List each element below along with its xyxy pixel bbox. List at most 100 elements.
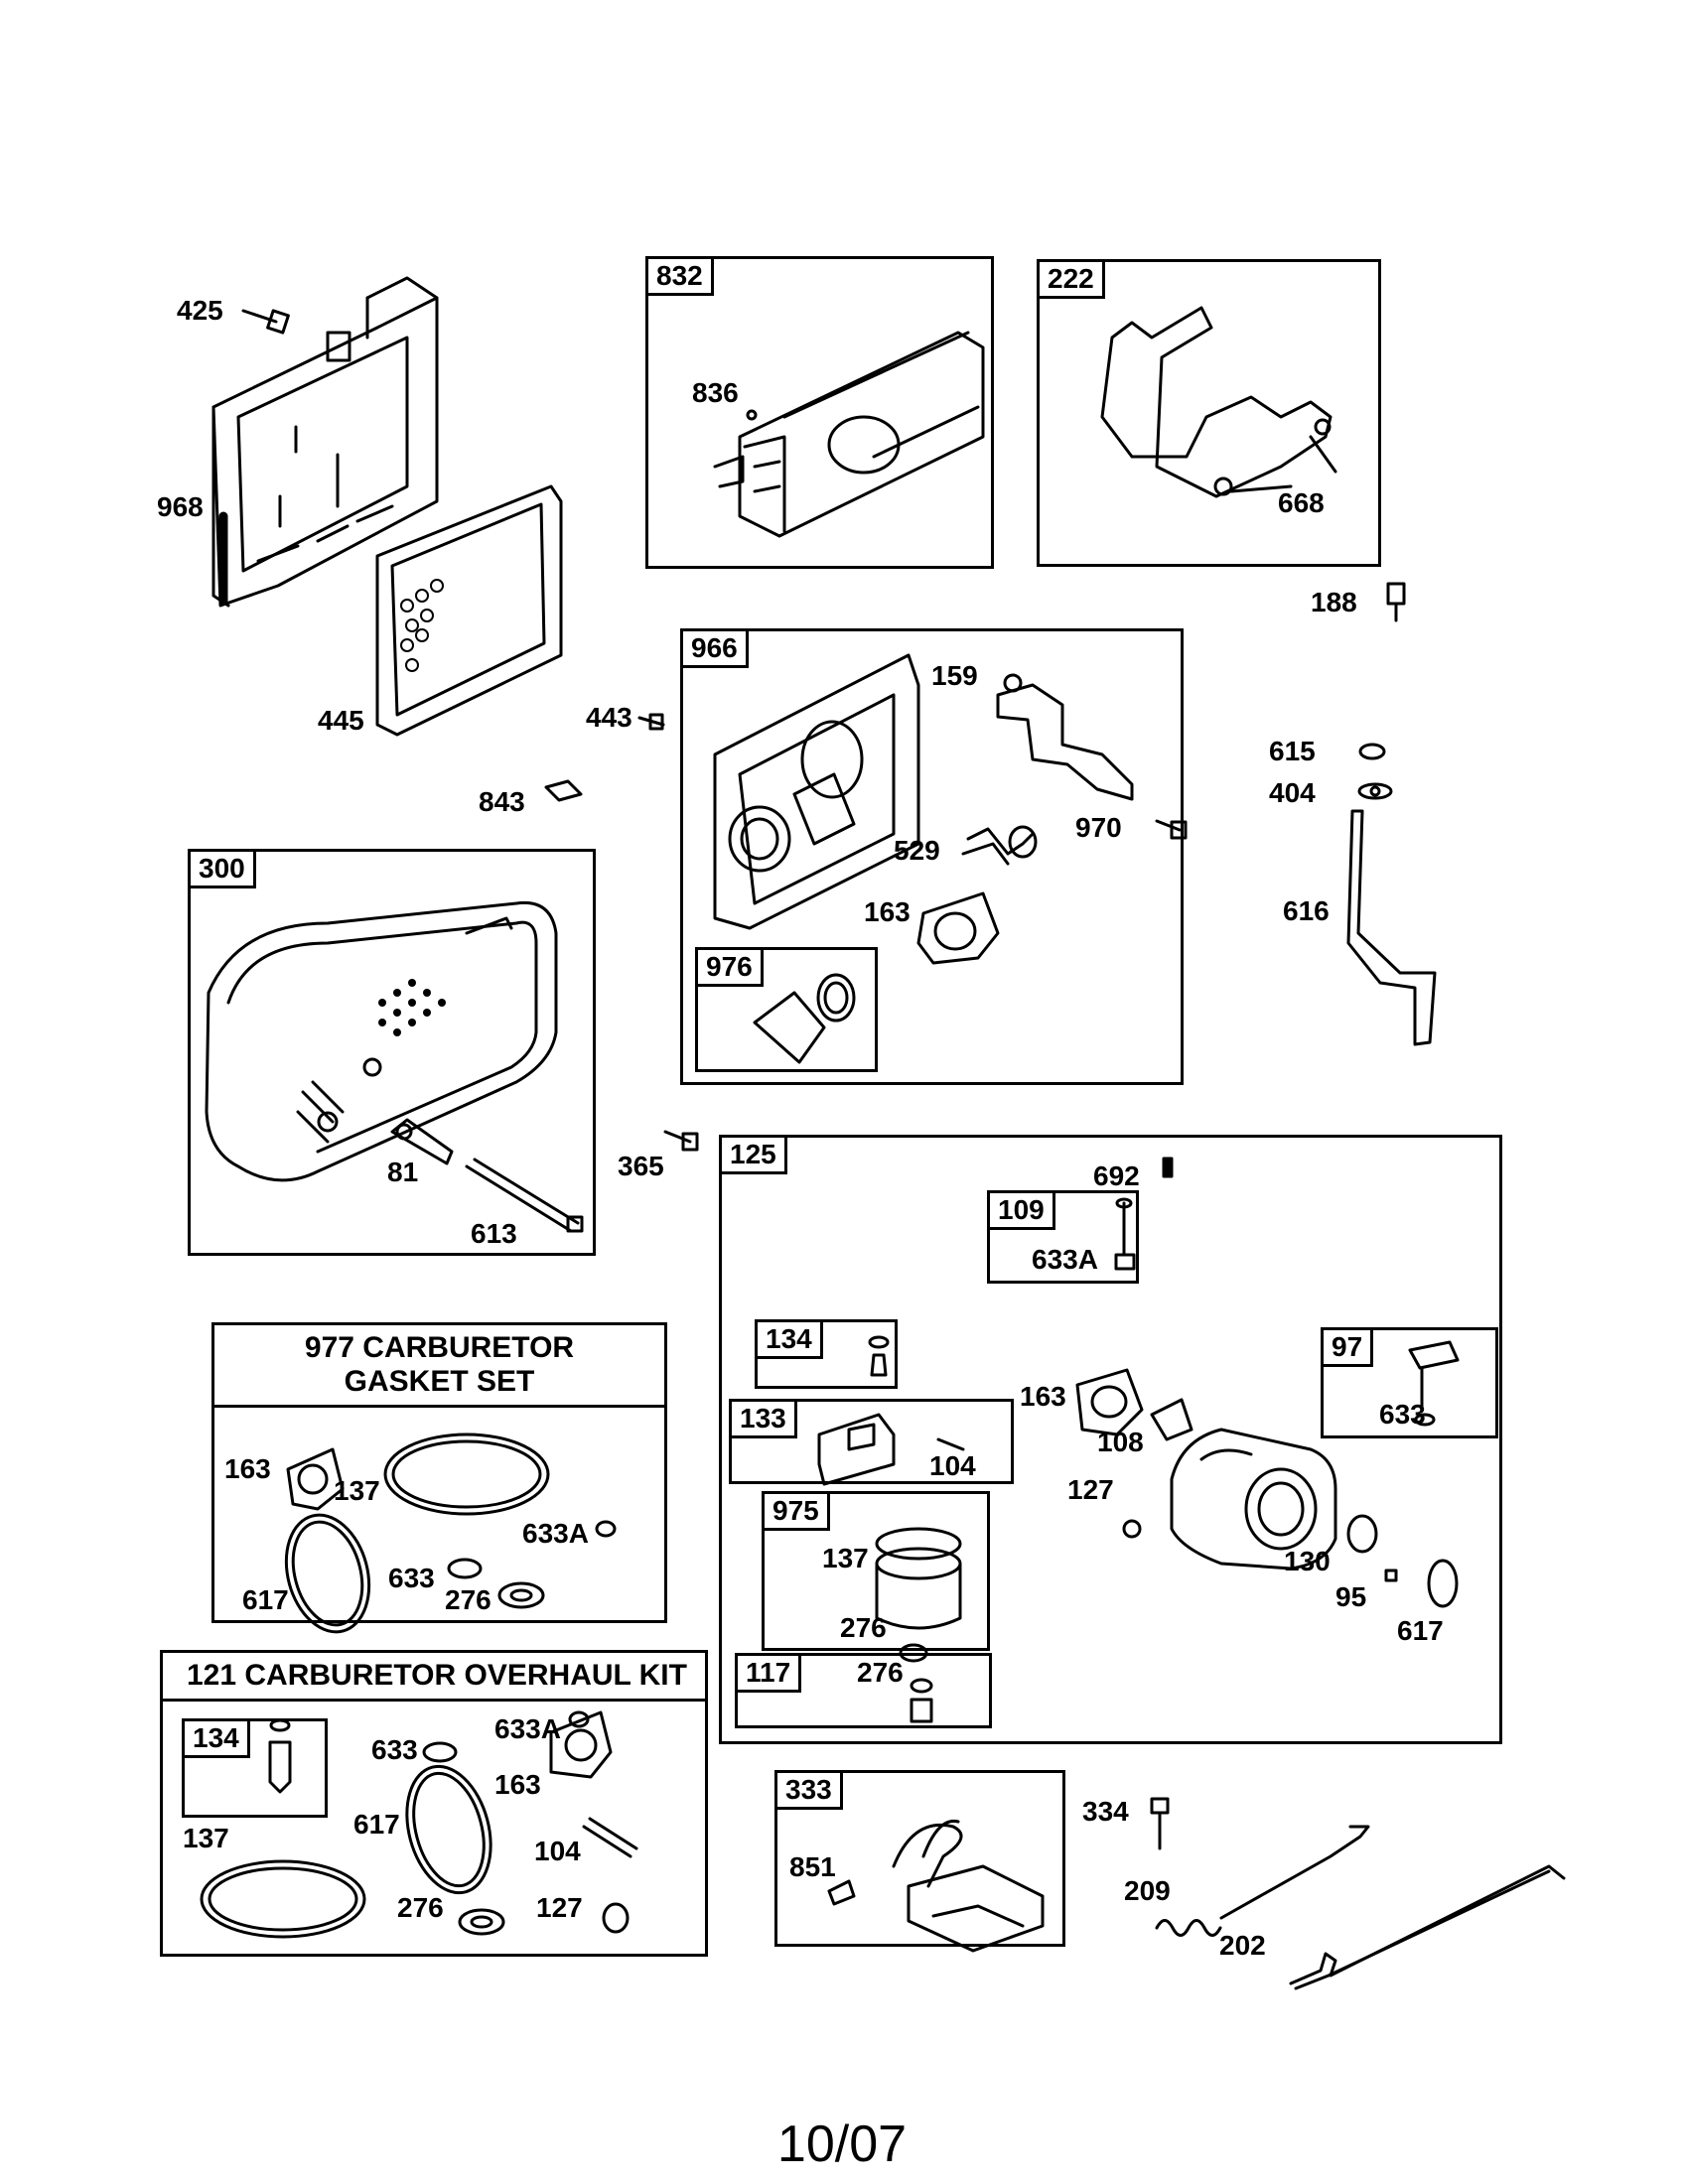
label-617-977: 617 xyxy=(242,1584,289,1615)
pin-692-drawing xyxy=(1162,1157,1174,1178)
label-843: 843 xyxy=(479,786,525,817)
label-851: 851 xyxy=(789,1851,836,1882)
box-133: 133 104 xyxy=(729,1399,1014,1484)
plug-127-drawing xyxy=(1122,1519,1142,1539)
carburetor-body-drawing xyxy=(1170,1428,1378,1570)
oring-617-drawing xyxy=(1427,1559,1459,1608)
label-130: 130 xyxy=(1284,1546,1331,1576)
screw-443-drawing xyxy=(637,713,665,731)
box-975-tag: 975 xyxy=(762,1491,830,1531)
label-617-121: 617 xyxy=(353,1809,400,1840)
shaft-97-drawing xyxy=(1408,1340,1460,1427)
box-134: 134 xyxy=(755,1319,898,1389)
label-95: 95 xyxy=(1335,1581,1367,1612)
muffler-300-drawing xyxy=(205,900,558,1182)
label-365: 365 xyxy=(618,1151,664,1181)
box-109: 109 633A xyxy=(987,1190,1139,1284)
box-222: 222 668 xyxy=(1037,259,1381,567)
screw-95-drawing xyxy=(1384,1569,1398,1582)
label-163-121: 163 xyxy=(494,1769,541,1800)
link-202-drawing xyxy=(1289,1864,1566,1990)
box-97: 97 633 xyxy=(1321,1327,1498,1438)
float-133-drawing xyxy=(817,1413,965,1486)
label-616: 616 xyxy=(1283,895,1330,926)
gasket-163-carb-drawing xyxy=(1075,1368,1144,1436)
gasket-163-drawing xyxy=(916,891,1000,965)
box-976: 976 xyxy=(695,947,878,1072)
box-966-tag: 966 xyxy=(680,628,749,668)
bracket-222-drawing xyxy=(1100,306,1337,498)
kit-977-title: 977 CARBURETOR GASKET SET xyxy=(214,1325,664,1408)
box-300: 300 81 613 xyxy=(188,849,596,1256)
label-968: 968 xyxy=(157,491,204,522)
box-975: 975 137 276 xyxy=(762,1491,990,1651)
label-163-intake: 163 xyxy=(864,896,911,927)
box-222-tag: 222 xyxy=(1037,259,1105,299)
kit-121-parts-drawing xyxy=(200,1710,638,1939)
plate-108-drawing xyxy=(1150,1398,1193,1441)
box-832-tag: 832 xyxy=(645,256,714,296)
shaft-616-drawing xyxy=(1346,743,1437,1046)
kit-121-title: 121 CARBURETOR OVERHAUL KIT xyxy=(163,1653,705,1702)
block-843-drawing xyxy=(544,779,583,802)
label-276-117: 276 xyxy=(857,1657,904,1688)
label-633A-109: 633A xyxy=(1032,1244,1098,1275)
kit-977-title-line2: GASKET SET xyxy=(344,1365,535,1398)
box-966: 966 159 529 970 163 976 xyxy=(680,628,1184,1085)
box-333: 333 851 xyxy=(774,1770,1065,1947)
box-125-tag: 125 xyxy=(719,1135,787,1174)
governor-333-drawing xyxy=(827,1819,1045,1953)
label-617-carb: 617 xyxy=(1397,1615,1444,1646)
label-276-121: 276 xyxy=(397,1892,444,1923)
box-300-tag: 300 xyxy=(188,849,256,888)
screw-970-drawing xyxy=(1155,819,1188,840)
kit-977-title-line1: 977 CARBURETOR xyxy=(304,1331,575,1364)
label-276-975: 276 xyxy=(840,1612,887,1643)
screw-188-drawing xyxy=(1386,582,1406,622)
label-529: 529 xyxy=(894,835,940,866)
label-334: 334 xyxy=(1082,1796,1129,1827)
box-97-tag: 97 xyxy=(1321,1327,1374,1367)
rod-613-drawing xyxy=(465,1158,584,1233)
box-976-tag: 976 xyxy=(695,947,764,987)
label-137-121: 137 xyxy=(183,1823,229,1853)
label-104-121: 104 xyxy=(534,1836,581,1866)
box-125: 125 692 163 108 127 130 95 617 109 633A … xyxy=(719,1135,1502,1744)
label-108: 108 xyxy=(1097,1427,1144,1457)
bolt-425-drawing xyxy=(241,309,290,335)
label-81: 81 xyxy=(387,1157,419,1187)
label-615: 615 xyxy=(1269,736,1316,766)
label-159: 159 xyxy=(931,660,978,691)
box-134-tag: 134 xyxy=(755,1319,823,1359)
box-832: 832 836 xyxy=(645,256,994,569)
box-333-tag: 333 xyxy=(774,1770,843,1810)
bracket-159-drawing xyxy=(996,673,1134,801)
bowl-975-drawing xyxy=(875,1527,962,1663)
label-202: 202 xyxy=(1219,1930,1266,1961)
box-109-tag: 109 xyxy=(987,1190,1055,1230)
screw-365-drawing xyxy=(663,1130,699,1152)
label-104-carb: 104 xyxy=(929,1450,976,1481)
label-633A-121: 633A xyxy=(494,1713,561,1744)
kit-977-gasket-set: 977 CARBURETOR GASKET SET 163 137 633A 6… xyxy=(211,1322,667,1623)
kit-977-parts-drawing xyxy=(284,1433,617,1634)
bolt-334-drawing xyxy=(1150,1797,1170,1850)
label-633-977: 633 xyxy=(388,1563,435,1593)
kit-121-overhaul-kit: 121 CARBURETOR OVERHAUL KIT 134 633 633A… xyxy=(160,1650,708,1957)
label-209: 209 xyxy=(1124,1875,1171,1906)
box-117-tag: 117 xyxy=(735,1653,802,1693)
label-163-977: 163 xyxy=(224,1453,271,1484)
label-633-97: 633 xyxy=(1379,1399,1426,1430)
valve-134-drawing xyxy=(868,1335,890,1377)
label-127-carb: 127 xyxy=(1067,1474,1114,1505)
air-filter-housing-968-drawing xyxy=(211,276,439,608)
bracket-81-drawing xyxy=(390,1118,454,1165)
label-633A-977: 633A xyxy=(522,1518,589,1549)
label-188: 188 xyxy=(1311,587,1357,617)
label-443: 443 xyxy=(586,702,632,733)
label-836: 836 xyxy=(692,377,739,408)
intake-966-drawing xyxy=(713,653,920,930)
box-134-kit: 134 xyxy=(182,1718,328,1818)
label-613: 613 xyxy=(471,1218,517,1249)
